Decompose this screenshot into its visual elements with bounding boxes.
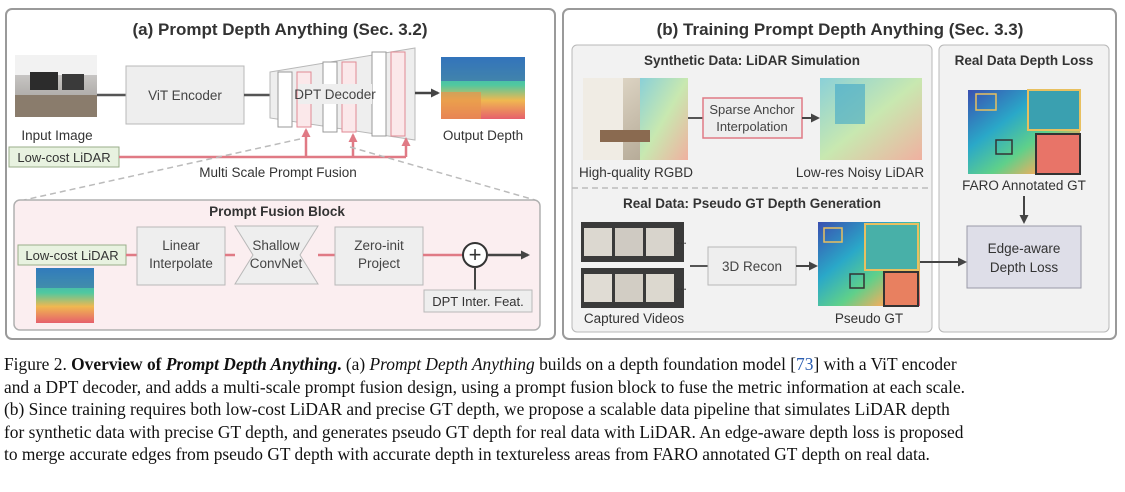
caption-line-1: Figure 2. Overview of Prompt Depth Anyth…: [4, 354, 957, 374]
linear-label-1: Linear: [162, 238, 200, 253]
fusion-block-title: Prompt Fusion Block: [209, 204, 345, 219]
synthetic-title: Synthetic Data: LiDAR Simulation: [644, 53, 860, 68]
film-dots-2: ...: [676, 278, 687, 293]
edge-label-2: Depth Loss: [990, 260, 1059, 275]
multi-scale-label: Multi Scale Prompt Fusion: [199, 165, 357, 180]
real-loss-title: Real Data Depth Loss: [955, 53, 1094, 68]
citation-link[interactable]: 73: [796, 354, 814, 374]
sparse-label-2: Interpolation: [716, 119, 788, 134]
sparse-label-1: Sparse Anchor: [709, 102, 795, 117]
lowres-lidar-label: Low-res Noisy LiDAR: [796, 165, 925, 180]
output-depth-image: [441, 57, 525, 119]
real-title: Real Data: Pseudo GT Depth Generation: [623, 196, 881, 211]
caption-line-3: (b) Since training requires both low-cos…: [4, 399, 950, 420]
shallow-label-2: ConvNet: [250, 256, 303, 271]
film-dots-1: ...: [676, 232, 687, 247]
fusion-lidar-depth-image: [36, 268, 94, 323]
vit-encoder-label: ViT Encoder: [148, 88, 222, 103]
panel-a-title: (a) Prompt Depth Anything (Sec. 3.2): [132, 20, 427, 39]
hq-rgbd-image: [583, 78, 688, 160]
lowres-lidar-image: [820, 78, 922, 160]
caption-line-5: to merge accurate edges from pseudo GT d…: [4, 444, 930, 465]
linear-label-2: Interpolate: [149, 256, 213, 271]
caption-line-4: for synthetic data with precise GT depth…: [4, 421, 964, 442]
overview-figure: (a) Prompt Depth Anything (Sec. 3.2) Inp…: [5, 8, 1117, 340]
zero-label-1: Zero-init: [354, 238, 404, 253]
dpt-feat-box: [423, 289, 533, 313]
vit-encoder-box: [125, 65, 245, 125]
pseudo-gt-image: [818, 222, 920, 307]
recon-label: 3D Recon: [722, 259, 782, 274]
hq-rgbd-label: High-quality RGBD: [579, 165, 693, 180]
caption-line-2: and a DPT decoder, and adds a multi-scal…: [4, 376, 966, 397]
faro-label: FARO Annotated GT: [962, 178, 1086, 193]
recon-box: [707, 246, 797, 286]
fusion-lidar-label: Low-cost LiDAR: [25, 248, 118, 263]
captured-videos-label: Captured Videos: [584, 311, 685, 326]
input-image: [15, 55, 97, 117]
pseudo-gt-label: Pseudo GT: [835, 311, 903, 326]
dpt-decoder-label: DPT Decoder: [294, 87, 376, 102]
caption-method-name: Prompt Depth Anything: [369, 354, 535, 374]
output-depth-label: Output Depth: [443, 128, 523, 143]
dpt-feat-label: DPT Inter. Feat.: [432, 294, 524, 309]
edge-label-1: Edge-aware: [988, 241, 1061, 256]
shallow-label-1: Shallow: [252, 238, 300, 253]
captured-videos-image: [581, 222, 684, 308]
input-image-label: Input Image: [21, 128, 92, 143]
edge-aware-loss-box: [966, 225, 1082, 289]
zero-label-2: Project: [358, 256, 400, 271]
figure-caption: Figure 2. Overview of Prompt Depth Anyth…: [4, 353, 1120, 466]
shallow-convnet-shape: [234, 225, 319, 285]
zero-init-project-box: [334, 226, 424, 286]
multi-scale-fusion-lines: [119, 128, 411, 159]
caption-fig-label: Figure 2.: [4, 354, 67, 374]
sparse-anchor-box: [702, 97, 803, 139]
caption-title: Overview of Prompt Depth Anything.: [71, 354, 342, 374]
plus-symbol: +: [469, 242, 482, 267]
lidar-label: Low-cost LiDAR: [17, 150, 110, 165]
faro-gt-image: [968, 89, 1081, 175]
panel-b-title: (b) Training Prompt Depth Anything (Sec.…: [657, 20, 1024, 39]
